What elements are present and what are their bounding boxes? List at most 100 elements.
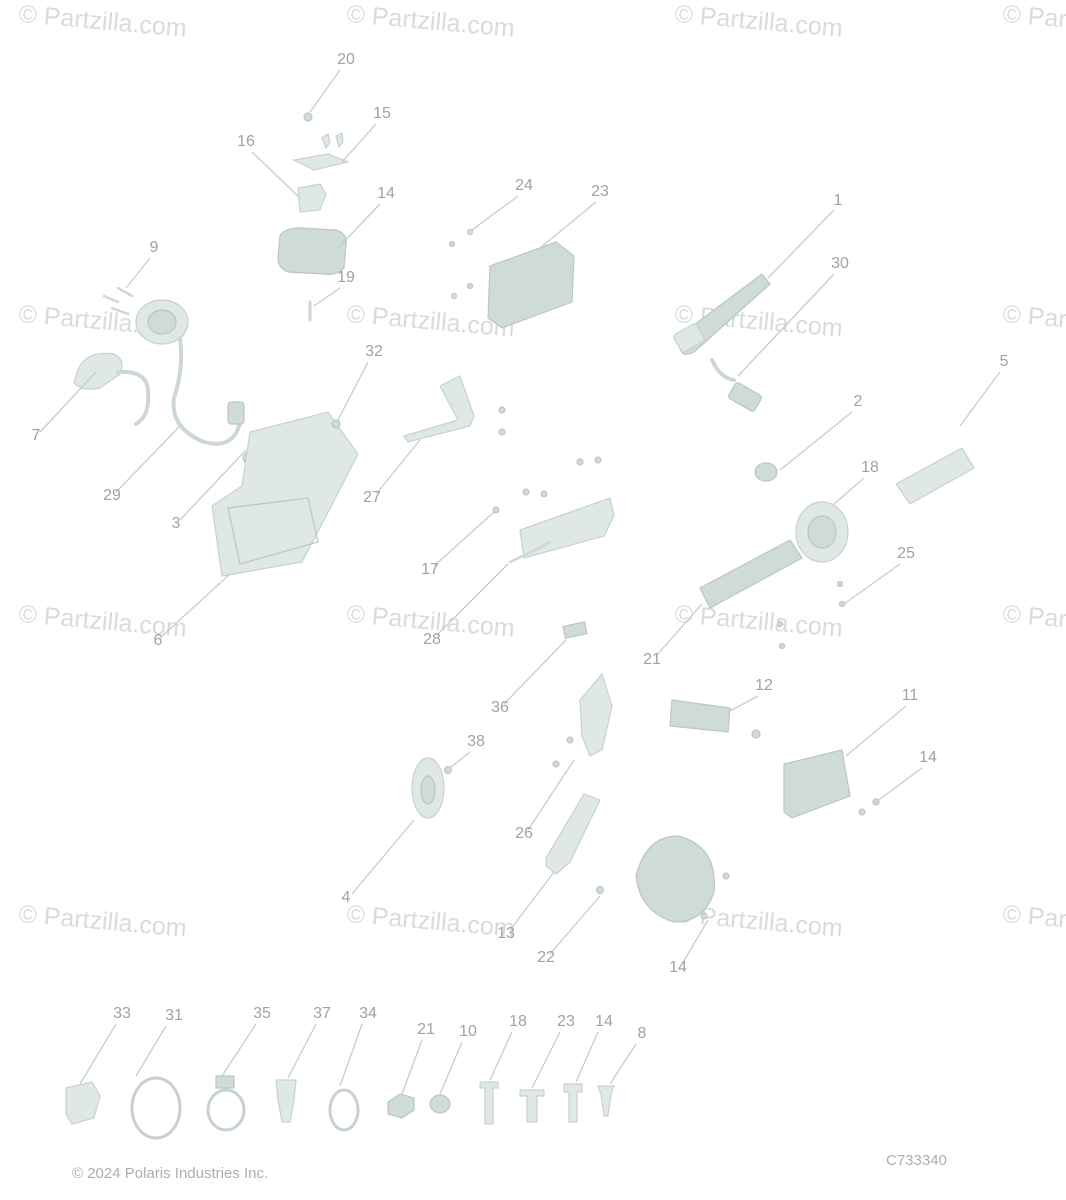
callout-label-2: 3 <box>172 515 181 532</box>
callout-label-27: 28 <box>423 631 441 648</box>
callout-label-17: 18 <box>861 459 879 476</box>
callout-label-28: 29 <box>103 487 121 504</box>
hardware-label-2: 35 <box>253 1005 271 1022</box>
watermark-0: © Partzilla.com <box>17 0 187 43</box>
callout-label-13: 14 <box>377 185 395 202</box>
hardware-leader-2 <box>221 1023 257 1077</box>
drawing-number: C733340 <box>886 1152 947 1169</box>
hardware-leader-1 <box>135 1025 167 1077</box>
callout-label-14: 15 <box>373 105 391 122</box>
callout-leader-20 <box>655 603 703 657</box>
hardware-leader-3 <box>287 1023 317 1079</box>
callout-leader-15 <box>251 151 301 199</box>
callout-leader-18 <box>313 287 341 307</box>
callout-leader-10 <box>509 871 555 931</box>
callout-leader-2 <box>179 449 247 521</box>
hardware-leader-9 <box>575 1031 599 1083</box>
callout-label-5: 6 <box>154 632 163 649</box>
callout-leader-27 <box>435 563 509 637</box>
hardware-label-9: 14 <box>595 1013 613 1030</box>
callout-label-20: 21 <box>643 651 661 668</box>
callout-leader-19 <box>309 69 341 113</box>
callout-label-29: 30 <box>831 255 849 272</box>
callout-label-32: 38 <box>467 733 485 750</box>
callout-leader-21 <box>549 895 601 955</box>
callout-label-18: 19 <box>337 269 355 286</box>
hardware-label-8: 23 <box>557 1013 575 1030</box>
callout-leader-22 <box>539 201 597 249</box>
callout-label-8: 11 <box>902 687 919 704</box>
watermark-7: © Partzilla.com <box>1001 300 1066 343</box>
callout-label-26: 27 <box>363 489 381 506</box>
callout-leader-28 <box>115 425 181 493</box>
callout-leader-16 <box>433 511 495 567</box>
hardware-label-6: 10 <box>459 1023 477 1040</box>
watermark-1: © Partzilla.com <box>345 0 515 43</box>
callout-leader-9 <box>727 695 759 713</box>
hardware-label-7: 18 <box>509 1013 527 1030</box>
hardware-label-10: 8 <box>638 1025 647 1042</box>
callout-label-12: 14 <box>669 959 687 976</box>
hardware-label-0: 33 <box>113 1005 131 1022</box>
copyright: © 2024 Polaris Industries Inc. <box>72 1165 269 1182</box>
callout-leader-13 <box>337 203 381 249</box>
callout-layer: 1234567911121314141415161718192021222324… <box>32 51 1009 1095</box>
callout-leader-3 <box>351 819 415 895</box>
hardware-label-4: 34 <box>359 1005 377 1022</box>
watermark-15: © Partzilla.com <box>1001 900 1066 943</box>
callout-label-22: 23 <box>591 183 609 200</box>
callout-leader-12 <box>681 919 709 965</box>
watermark-13: © Partzilla.com <box>345 900 515 943</box>
callout-leader-5 <box>159 573 231 639</box>
callout-leader-8 <box>845 705 907 757</box>
callout-label-11: 14 <box>919 749 937 766</box>
hardware-label-1: 31 <box>165 1007 183 1024</box>
callout-leader-25 <box>527 759 575 831</box>
callout-leader-14 <box>341 123 377 163</box>
watermark-3: © Partzilla.com <box>1001 0 1066 43</box>
hardware-leader-6 <box>439 1041 463 1095</box>
callout-leader-24 <box>843 563 901 605</box>
watermark-12: © Partzilla.com <box>17 900 187 943</box>
callout-label-23: 24 <box>515 177 533 194</box>
callout-label-6: 7 <box>32 427 41 444</box>
hardware-label-5: 21 <box>417 1021 435 1038</box>
callout-leader-23 <box>471 195 519 231</box>
watermark-layer: © Partzilla.com © Partzilla.com © Partzill… <box>17 0 1066 943</box>
callout-label-19: 20 <box>337 51 355 68</box>
callout-leader-0 <box>767 209 835 279</box>
hardware-leader-5 <box>401 1039 423 1095</box>
watermark-2: © Partzilla.com <box>673 0 843 43</box>
callout-leader-26 <box>375 439 421 495</box>
callout-leader-7 <box>125 257 151 289</box>
hardware-leader-4 <box>339 1023 363 1087</box>
callout-leader-29 <box>737 273 835 377</box>
callout-label-30: 32 <box>365 343 383 360</box>
part-shapes <box>65 112 975 1140</box>
callout-leader-11 <box>875 767 923 803</box>
callout-leader-30 <box>337 361 369 421</box>
callout-leader-1 <box>779 411 853 471</box>
callout-label-0: 1 <box>834 192 843 209</box>
callout-label-3: 4 <box>342 889 351 906</box>
callout-label-7: 9 <box>150 239 159 256</box>
hardware-leader-0 <box>79 1023 117 1085</box>
callout-leader-17 <box>833 477 865 505</box>
callout-leader-4 <box>959 371 1001 427</box>
callout-label-4: 5 <box>1000 353 1009 370</box>
callout-label-31: 36 <box>491 699 509 716</box>
callout-label-24: 25 <box>897 545 915 562</box>
hardware-leader-8 <box>531 1031 561 1089</box>
callout-leader-32 <box>449 751 471 769</box>
callout-label-9: 12 <box>755 677 773 694</box>
callout-label-21: 22 <box>537 949 555 966</box>
callout-leader-6 <box>39 371 97 433</box>
hardware-leader-7 <box>489 1031 513 1081</box>
callout-label-15: 16 <box>237 133 255 150</box>
callout-label-10: 13 <box>497 925 515 942</box>
hardware-label-3: 37 <box>313 1005 331 1022</box>
callout-label-25: 26 <box>515 825 533 842</box>
callout-label-1: 2 <box>854 393 863 410</box>
watermark-11: © Partzilla.com <box>1001 600 1066 643</box>
